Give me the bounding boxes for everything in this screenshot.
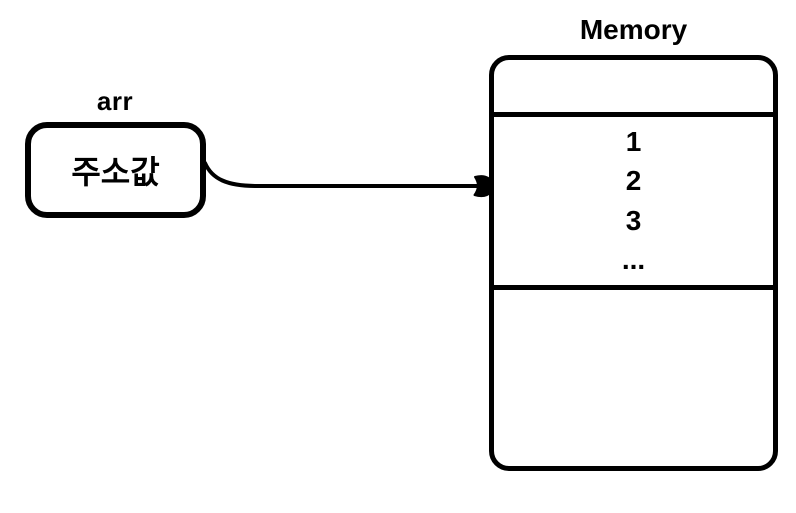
pointer-box-label: arr [96, 86, 134, 116]
memory-cell: ... [621, 243, 646, 275]
arrow-line [203, 161, 479, 188]
memory-box-title: Memory [579, 14, 688, 45]
arr-pointer-box: 주소값 [25, 122, 206, 218]
pointer-value-text: 주소값 [71, 154, 160, 190]
memory-cell: 1 [625, 126, 642, 158]
memory-box: 1 2 3 ... [489, 55, 778, 471]
memory-section-empty-top [494, 60, 773, 117]
memory-section-values: 1 2 3 ... [494, 117, 773, 290]
memory-cell: 2 [625, 165, 642, 197]
memory-cell: 3 [625, 204, 642, 236]
memory-section-empty-bottom [494, 290, 773, 466]
